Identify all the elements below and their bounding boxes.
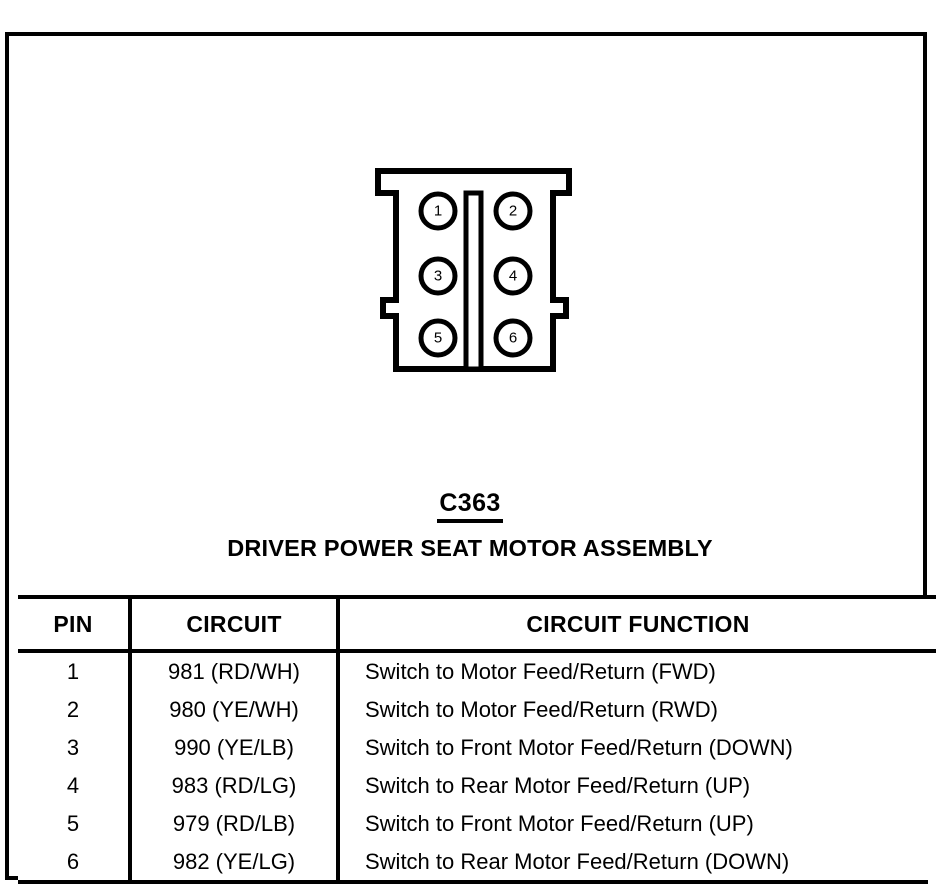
cavity-5: 5 <box>418 318 458 358</box>
cavity-6-label: 6 <box>509 330 517 347</box>
pin-table-body: 1 981 (RD/WH) Switch to Motor Feed/Retur… <box>18 651 936 883</box>
row-5-pin: 5 <box>18 805 132 843</box>
cavity-3-circle <box>418 256 458 296</box>
row-4-function: Switch to Rear Motor Feed/Return (UP) <box>338 767 936 805</box>
table-row: 4 983 (RD/LG) Switch to Rear Motor Feed/… <box>18 767 936 805</box>
row-4-circuit: 983 (RD/LG) <box>130 767 340 805</box>
row-2-function: Switch to Motor Feed/Return (RWD) <box>338 691 936 729</box>
row-6-pin: 6 <box>18 843 132 883</box>
row-5-function: Switch to Front Motor Feed/Return (UP) <box>338 805 936 843</box>
row-5-circuit: 979 (RD/LB) <box>130 805 340 843</box>
connector-body-outline <box>375 168 572 372</box>
cavity-4-label: 4 <box>509 268 517 285</box>
cavity-6: 6 <box>493 318 533 358</box>
row-3-circuit: 990 (YE/LB) <box>130 729 340 767</box>
cavity-1-circle <box>418 191 458 231</box>
center-keying-slot <box>463 190 484 372</box>
cavity-4-circle <box>493 256 533 296</box>
cavity-1-label: 1 <box>434 203 442 220</box>
cavity-2: 2 <box>493 191 533 231</box>
table-row: 2 980 (YE/WH) Switch to Motor Feed/Retur… <box>18 691 936 729</box>
row-1-pin: 1 <box>18 651 132 691</box>
row-1-function: Switch to Motor Feed/Return (FWD) <box>338 651 936 691</box>
header-circuit-function: CIRCUIT FUNCTION <box>338 597 936 651</box>
row-4-pin: 4 <box>18 767 132 805</box>
cavity-4: 4 <box>493 256 533 296</box>
connector-outline-svg: 1 2 3 4 5 <box>375 168 572 372</box>
table-row: 5 979 (RD/LB) Switch to Front Motor Feed… <box>18 805 936 843</box>
cavity-2-circle <box>493 191 533 231</box>
row-3-pin: 3 <box>18 729 132 767</box>
row-3-function: Switch to Front Motor Feed/Return (DOWN) <box>338 729 936 767</box>
cavity-2-label: 2 <box>509 203 517 220</box>
cavity-5-circle <box>418 318 458 358</box>
row-2-circuit: 980 (YE/WH) <box>130 691 340 729</box>
pin-table-head: PIN CIRCUIT CIRCUIT FUNCTION <box>18 597 936 651</box>
cavity-5-label: 5 <box>434 330 442 347</box>
pin-assignment-table: PIN CIRCUIT CIRCUIT FUNCTION 1 981 (RD/W… <box>18 595 936 883</box>
assembly-name-title: DRIVER POWER SEAT MOTOR ASSEMBLY <box>227 535 713 561</box>
connector-face-diagram: 1 2 3 4 5 <box>370 168 575 380</box>
table-row: 3 990 (YE/LB) Switch to Front Motor Feed… <box>18 729 936 767</box>
row-2-pin: 2 <box>18 691 132 729</box>
pin-table-header-row: PIN CIRCUIT CIRCUIT FUNCTION <box>18 597 936 651</box>
header-pin: PIN <box>18 597 132 651</box>
connector-id-text: C363 <box>437 490 503 523</box>
row-6-circuit: 982 (YE/LG) <box>130 843 340 883</box>
cavity-1: 1 <box>418 191 458 231</box>
header-circuit: CIRCUIT <box>130 597 340 651</box>
table-row: 6 982 (YE/LG) Switch to Rear Motor Feed/… <box>18 843 936 883</box>
table-bottom-border <box>18 880 928 884</box>
row-6-function: Switch to Rear Motor Feed/Return (DOWN) <box>338 843 936 883</box>
cavity-3-label: 3 <box>434 268 442 285</box>
cavity-6-circle <box>493 318 533 358</box>
cavity-3: 3 <box>418 256 458 296</box>
row-1-circuit: 981 (RD/WH) <box>130 651 340 691</box>
table-row: 1 981 (RD/WH) Switch to Motor Feed/Retur… <box>18 651 936 691</box>
connector-id-title: C363 <box>0 489 940 523</box>
